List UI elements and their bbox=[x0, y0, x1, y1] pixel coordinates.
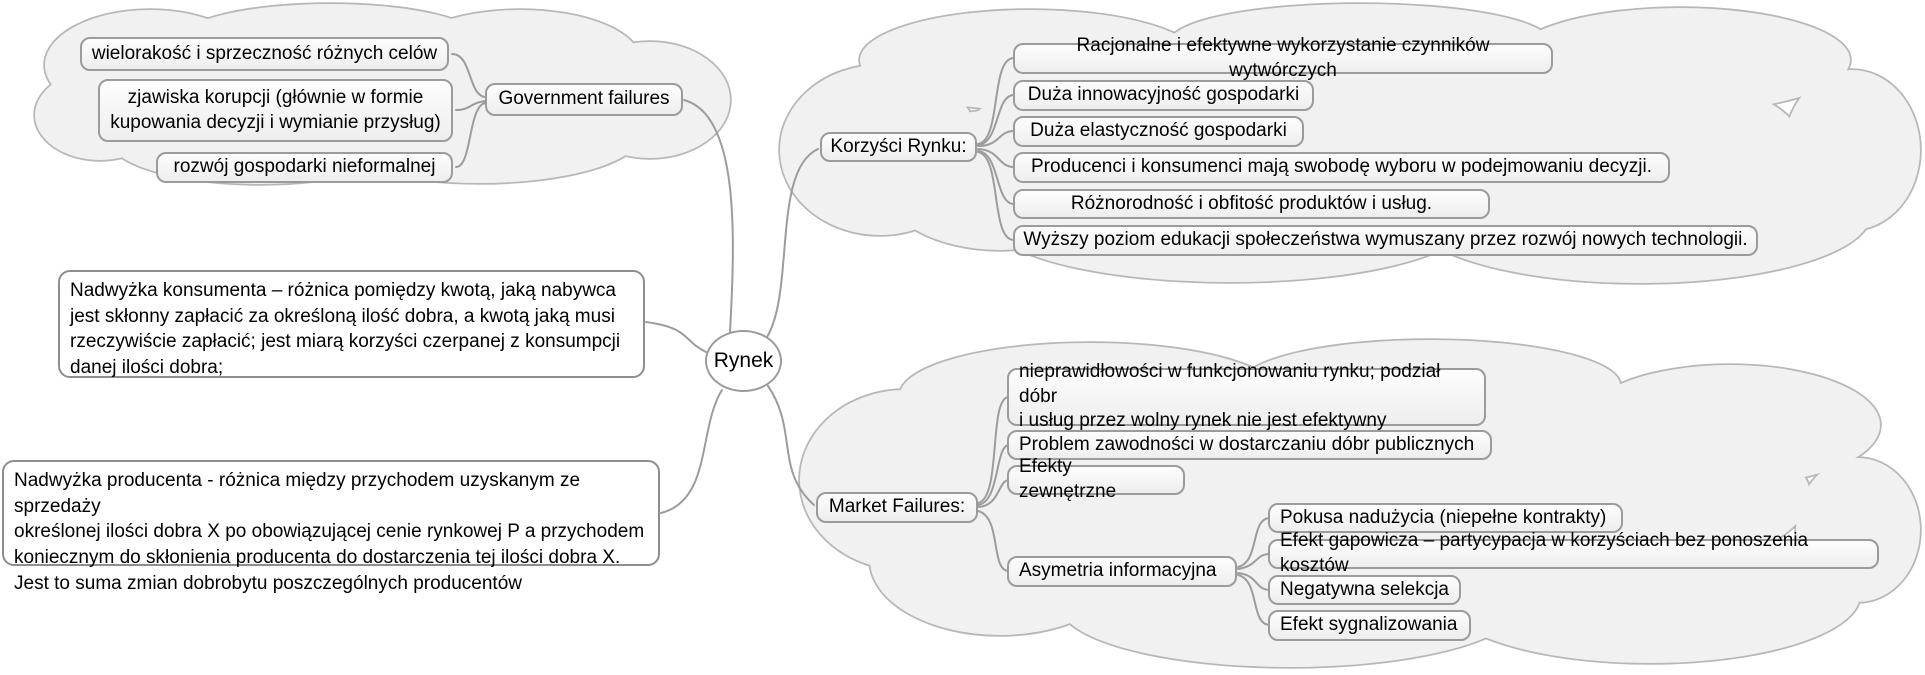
leaf-benefit-rational-use[interactable]: Racjonalne i efektywne wykorzystanie czy… bbox=[1013, 35, 1553, 81]
node-information-asymmetry[interactable]: Asymetria informacyjna bbox=[1007, 556, 1237, 587]
connector-asymmetry-2 bbox=[1237, 553, 1271, 570]
connector-asymmetry-4 bbox=[1237, 574, 1271, 626]
leaf-asymmetry-adverse-selection[interactable]: Negatywna selekcja bbox=[1268, 575, 1461, 605]
leaf-benefit-flexibility[interactable]: Duża elastyczność gospodarki bbox=[1013, 116, 1304, 147]
leaf-gov-corruption[interactable]: zjawiska korupcji (głównie w formie kupo… bbox=[98, 79, 453, 142]
leaf-benefit-variety[interactable]: Różnorodność i obfitość produktów i usłu… bbox=[1013, 189, 1490, 219]
connector-rynek-producer-surplus bbox=[660, 389, 723, 514]
connector-benefit-5 bbox=[977, 150, 1015, 205]
textblock-producer-surplus[interactable]: Nadwyżka producenta - różnica między prz… bbox=[2, 460, 660, 594]
connector-asymmetry-1 bbox=[1237, 517, 1271, 568]
leaf-gov-informal-economy[interactable]: rozwój gospodarki nieformalnej bbox=[156, 152, 453, 183]
textblock-consumer-surplus[interactable]: Nadwyżka konsumenta – różnica pomiędzy k… bbox=[58, 270, 645, 378]
leaf-asymmetry-moral-hazard[interactable]: Pokusa nadużycia (niepełne kontrakty) bbox=[1268, 503, 1623, 533]
node-market-failures[interactable]: Market Failures: bbox=[816, 492, 978, 523]
connector-rynek-government-failures bbox=[683, 99, 734, 333]
connector-benefit-2 bbox=[977, 94, 1015, 146]
connector-gov-item-3 bbox=[455, 102, 486, 168]
leaf-failure-externalities[interactable]: Efekty zewnętrzne bbox=[1007, 456, 1185, 502]
connector-failure-1 bbox=[977, 396, 1010, 504]
leaf-failure-public-goods[interactable]: Problem zawodności w dostarczaniu dóbr p… bbox=[1007, 430, 1492, 460]
connector-benefit-1 bbox=[977, 57, 1015, 145]
leaf-gov-goal-conflict[interactable]: wielorakość i sprzeczność różnych celów bbox=[80, 37, 449, 71]
leaf-asymmetry-free-rider[interactable]: Efekt gapowicza – partycypacja w korzyśc… bbox=[1268, 530, 1879, 576]
leaf-benefit-innovation[interactable]: Duża innowacyjność gospodarki bbox=[1013, 80, 1314, 111]
connector-rynek-consumer-surplus bbox=[645, 321, 707, 353]
leaf-asymmetry-signalling[interactable]: Efekt sygnalizowania bbox=[1268, 610, 1471, 641]
leaf-failure-inefficient-allocation[interactable]: nieprawidłowości w funkcjonowaniu rynku;… bbox=[1007, 361, 1486, 431]
node-rynek[interactable]: Rynek bbox=[705, 330, 782, 392]
connector-asymmetry-3 bbox=[1237, 572, 1271, 591]
connector-benefit-3 bbox=[977, 130, 1015, 147]
connector-benefit-6 bbox=[977, 151, 1015, 241]
node-market-benefits[interactable]: Korzyści Rynku: bbox=[820, 132, 977, 162]
connector-benefit-4 bbox=[977, 148, 1015, 168]
connector-failure-asymmetry bbox=[977, 510, 1010, 572]
node-government-failures[interactable]: Government failures bbox=[485, 83, 683, 116]
connector-failure-3 bbox=[977, 479, 1010, 508]
connector-gov-item-2 bbox=[455, 100, 486, 111]
leaf-benefit-freedom-of-choice[interactable]: Producenci i konsumenci mają swobodę wyb… bbox=[1013, 152, 1670, 183]
connector-rynek-market-benefits bbox=[766, 148, 819, 338]
leaf-benefit-education[interactable]: Wyższy poziom edukacji społeczeństwa wym… bbox=[1013, 225, 1758, 256]
connector-rynek-market-failures bbox=[767, 385, 815, 506]
connector-failure-2 bbox=[977, 444, 1010, 506]
connector-gov-item-1 bbox=[451, 53, 486, 98]
